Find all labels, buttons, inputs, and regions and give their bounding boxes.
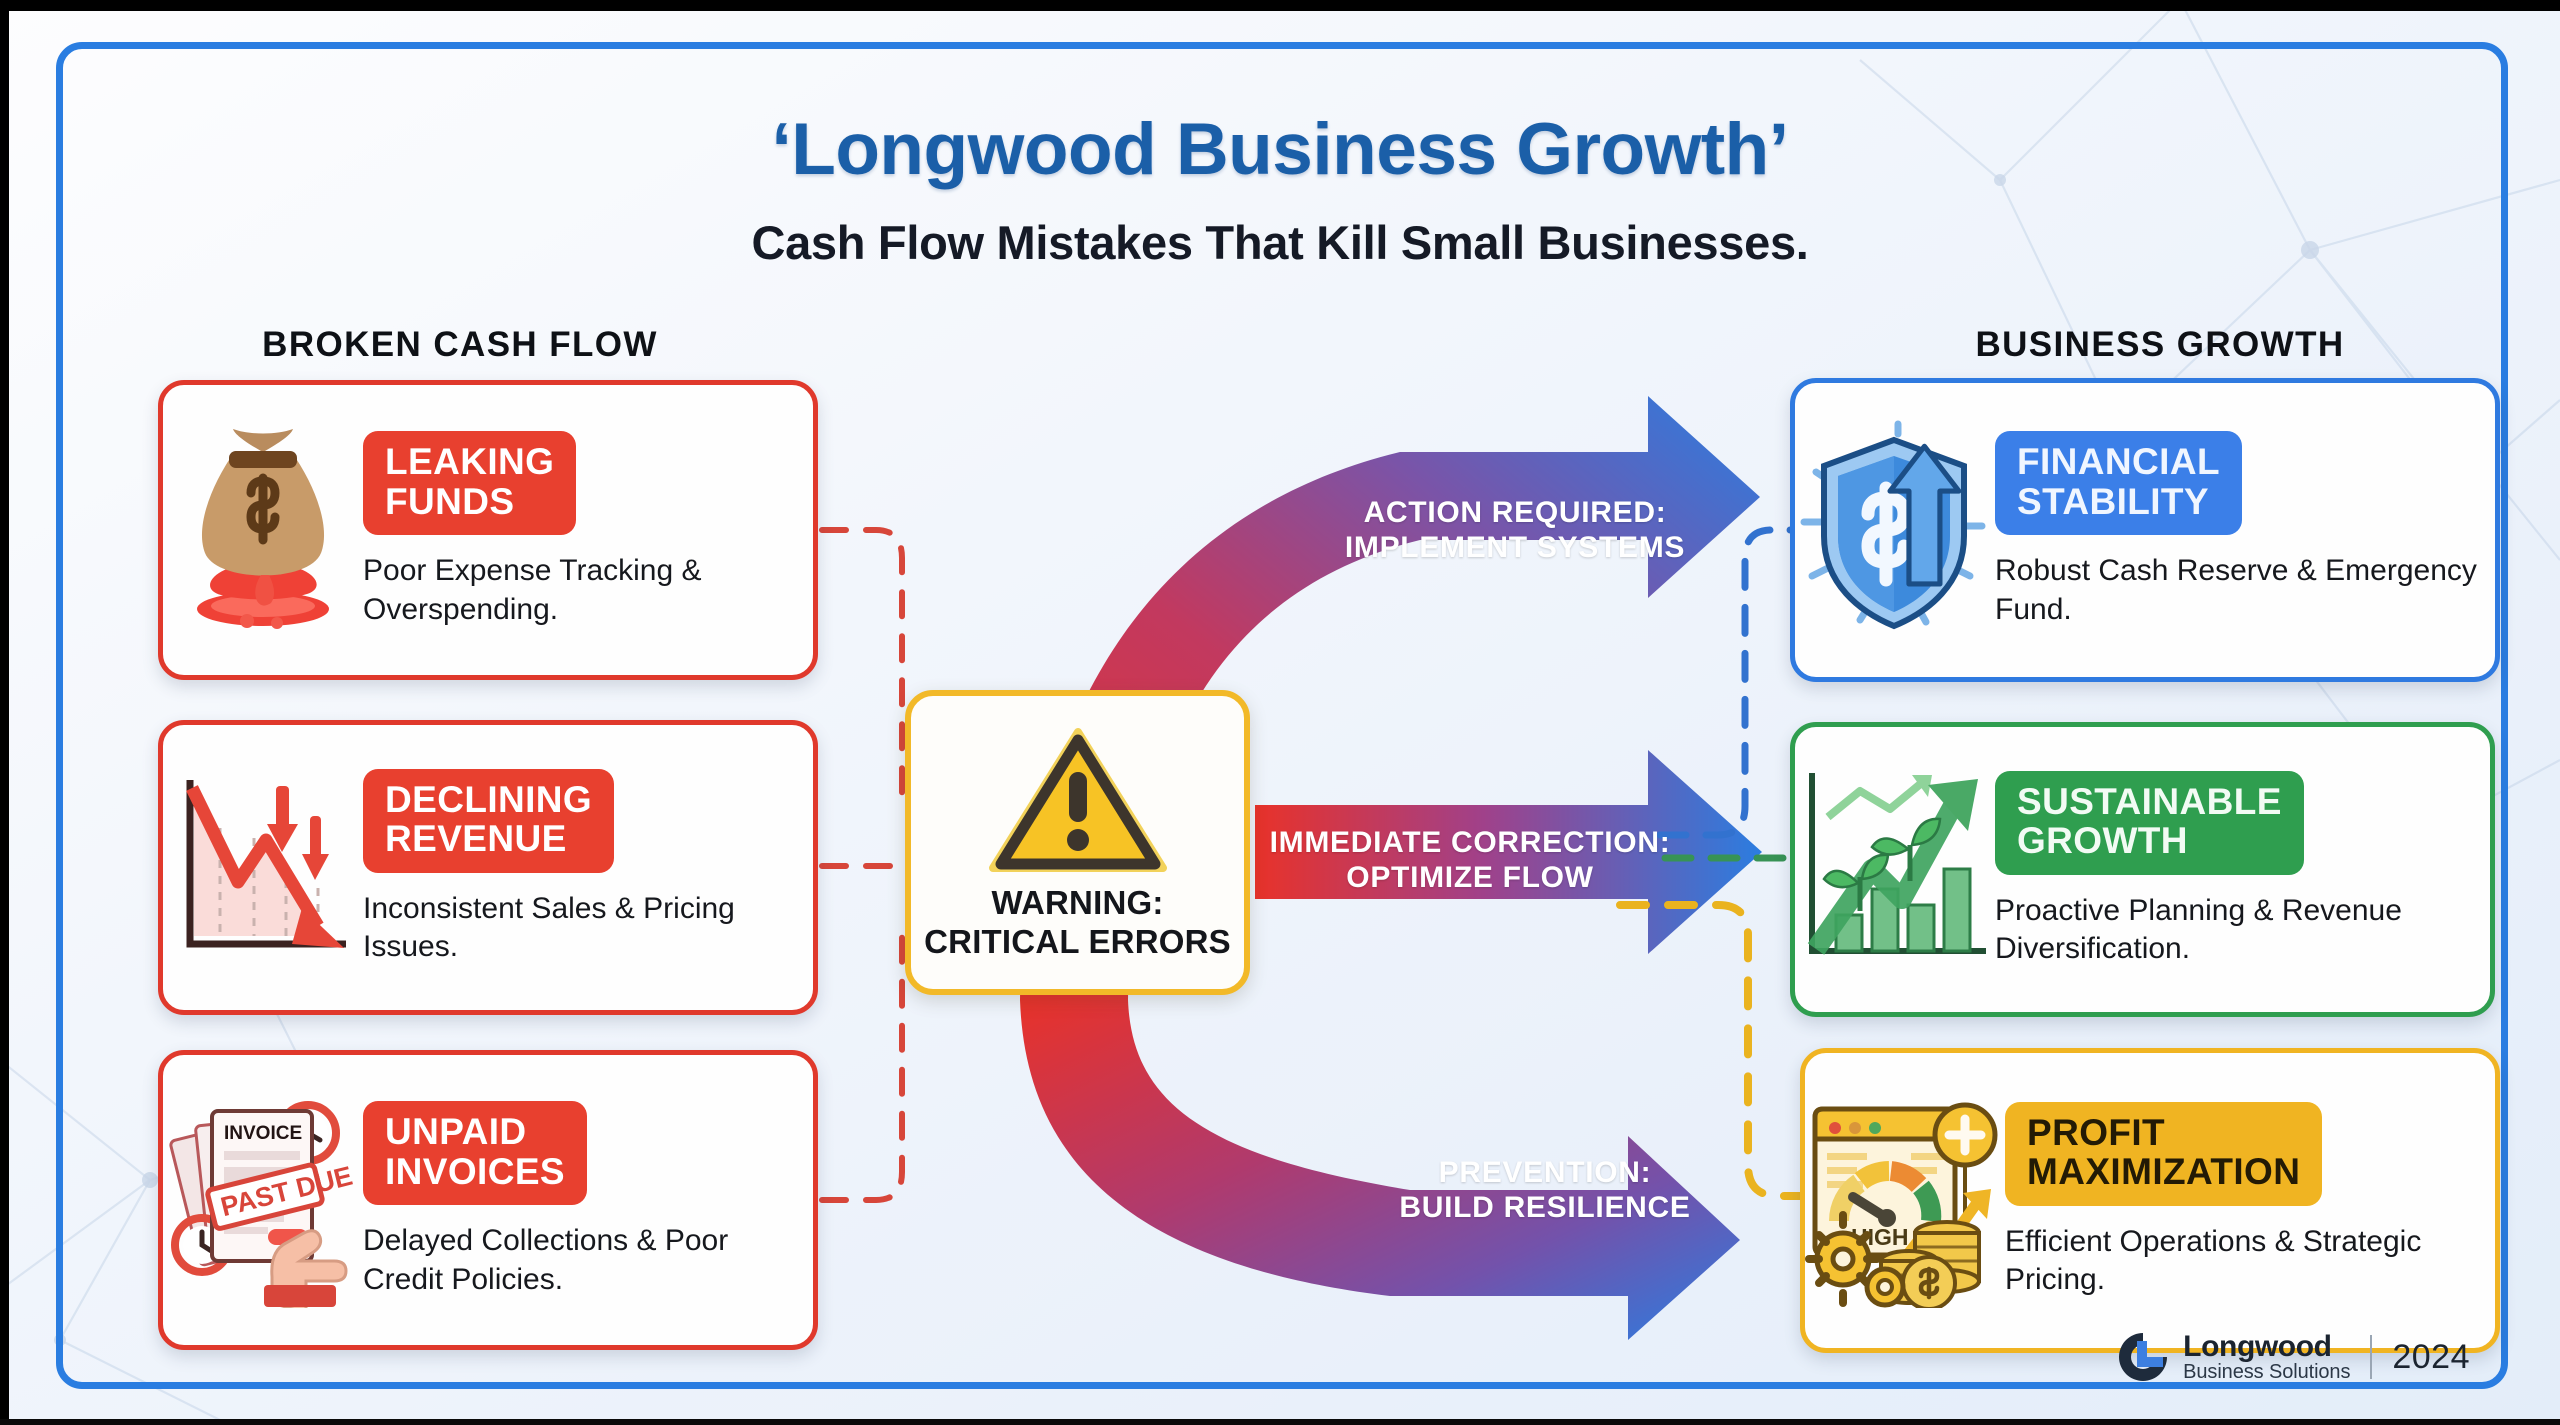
pill-line2: GROWTH <box>2017 820 2188 862</box>
problem-desc-unpaid-invoices: Delayed Collections & Poor Credit Polici… <box>363 1224 729 1296</box>
solution-connector-financial <box>1656 526 1844 839</box>
shield-dollar-uptrend-icon <box>1795 383 1995 677</box>
problem-connectors <box>819 527 905 1203</box>
footer: Longwood Business Solutions 2024 <box>2115 1329 2470 1385</box>
problem-desc-leaking-funds: Poor Expense Tracking & Overspending. <box>363 554 702 626</box>
arrow3-line2: BUILD RESILIENCE <box>1399 1191 1691 1225</box>
warning-node[interactable]: WARNING: CRITICAL ERRORS <box>905 690 1250 995</box>
warning-triangle-icon <box>988 727 1167 872</box>
solution-card-body: SUSTAINABLE GROWTH Proactive Planning & … <box>1995 770 2490 968</box>
invoice-label: INVOICE <box>224 1123 302 1144</box>
brand-tagline: Business Solutions <box>2183 1361 2351 1384</box>
pill-line2: STABILITY <box>2017 480 2210 522</box>
letterbox-bottom <box>0 1419 2560 1425</box>
footer-year: 2024 <box>2392 1337 2470 1376</box>
pill-line2: FUNDS <box>385 480 515 522</box>
solution-desc-sustainable-growth: Proactive Planning & Revenue Diversifica… <box>1995 893 2402 966</box>
solution-pill-sustainable-growth: SUSTAINABLE GROWTH <box>1995 770 2304 875</box>
arrow-label-immediate-correction: IMMEDIATE CORRECTION: OPTIMIZE FLOW <box>1260 825 1680 896</box>
pill-line1: SUSTAINABLE <box>2017 780 2282 822</box>
brand-text: Longwood Business Solutions <box>2183 1329 2351 1384</box>
problem-card-body: DECLINING REVENUE Inconsistent Sales & P… <box>363 768 813 966</box>
arrow2-line1: IMMEDIATE CORRECTION: <box>1269 826 1671 859</box>
solution-desc-financial-stability: Robust Cash Reserve & Emergency Fund. <box>1995 554 2477 626</box>
solution-pill-financial-stability: FINANCIAL STABILITY <box>1995 431 2242 536</box>
page-subtitle: Cash Flow Mistakes That Kill Small Busin… <box>751 216 1809 269</box>
green-growth-chart-icon <box>1795 727 1995 1012</box>
warning-line2: CRITICAL ERRORS <box>924 922 1231 960</box>
solution-desc-profit-maximization: Efficient Operations & Strategic Pricing… <box>2005 1224 2422 1297</box>
problem-card-body: LEAKING FUNDS Poor Expense Tracking & Ov… <box>363 431 813 628</box>
arrow3-line1: PREVENTION: <box>1438 1156 1652 1189</box>
problem-card-body: UNPAID INVOICES Delayed Collections & Po… <box>363 1101 813 1298</box>
problem-pill-leaking-funds: LEAKING FUNDS <box>363 431 577 536</box>
brand-logo: Longwood Business Solutions <box>2115 1329 2350 1385</box>
flow-arrow-bottom <box>1020 1000 1740 1340</box>
pill-line2: REVENUE <box>385 818 567 860</box>
arrow-label-action-required: ACTION REQUIRED: IMPLEMENT SYSTEMS <box>1315 495 1715 566</box>
solution-connector-profit <box>1616 901 1850 1200</box>
solution-card-body: FINANCIAL STABILITY Robust Cash Reserve … <box>1995 431 2495 628</box>
right-column-heading: BUSINESS GROWTH <box>1975 325 2345 364</box>
solution-card-body: PROFIT MAXIMIZATION Efficient Operations… <box>2005 1101 2495 1299</box>
longwood-logo-icon <box>2119 1333 2168 1381</box>
solution-pill-profit-maximization: PROFIT MAXIMIZATION <box>2005 1101 2323 1206</box>
pill-line1: PROFIT <box>2027 1111 2166 1153</box>
leaking-money-bag-icon <box>163 385 363 675</box>
pill-line1: FINANCIAL <box>2017 441 2220 483</box>
pill-line1: DECLINING <box>385 778 593 820</box>
solution-card-sustainable-growth[interactable]: SUSTAINABLE GROWTH Proactive Planning & … <box>1790 722 2495 1017</box>
pill-line1: LEAKING <box>385 441 555 483</box>
pill-line2: INVOICES <box>385 1150 566 1192</box>
pill-line2: MAXIMIZATION <box>2027 1151 2301 1193</box>
footer-divider <box>2370 1335 2373 1379</box>
problem-pill-unpaid-invoices: UNPAID INVOICES <box>363 1101 588 1206</box>
problem-card-unpaid-invoices[interactable]: INVOICE PAST DUE UNPAID INVOICES Delayed <box>158 1050 818 1350</box>
arrow-label-prevention: PREVENTION: BUILD RESILIENCE <box>1345 1155 1745 1226</box>
arrow1-line2: IMPLEMENT SYSTEMS <box>1344 531 1686 565</box>
problem-pill-declining-revenue: DECLINING REVENUE <box>363 768 615 873</box>
past-due-invoice-icon: INVOICE PAST DUE <box>163 1055 363 1345</box>
arrow1-line1: ACTION REQUIRED: <box>1363 496 1667 529</box>
letterbox-top <box>0 0 2560 11</box>
pill-line1: UNPAID <box>385 1111 527 1153</box>
flow-arrow-top <box>1020 396 1760 1000</box>
left-column-heading: BROKEN CASH FLOW <box>262 325 658 364</box>
flow-arrow-middle <box>1255 750 1762 954</box>
solution-card-financial-stability[interactable]: FINANCIAL STABILITY Robust Cash Reserve … <box>1790 378 2500 682</box>
warning-text: WARNING: CRITICAL ERRORS <box>924 884 1231 961</box>
letterbox-left <box>0 0 9 1425</box>
warning-line1: WARNING: <box>991 883 1164 921</box>
profit-gauge-coins-icon: HIGH <box>1805 1053 2005 1348</box>
brand-name: Longwood <box>2183 1329 2332 1363</box>
page-title: ‘Longwood Business Growth’ <box>771 109 1789 190</box>
arrow2-line2: OPTIMIZE FLOW <box>1346 861 1594 895</box>
problem-card-declining-revenue[interactable]: DECLINING REVENUE Inconsistent Sales & P… <box>158 720 818 1015</box>
problem-desc-declining-revenue: Inconsistent Sales & Pricing Issues. <box>363 891 735 964</box>
solution-card-profit-maximization[interactable]: HIGH <box>1800 1048 2500 1353</box>
problem-card-leaking-funds[interactable]: LEAKING FUNDS Poor Expense Tracking & Ov… <box>158 380 818 680</box>
declining-chart-icon <box>163 725 363 1010</box>
